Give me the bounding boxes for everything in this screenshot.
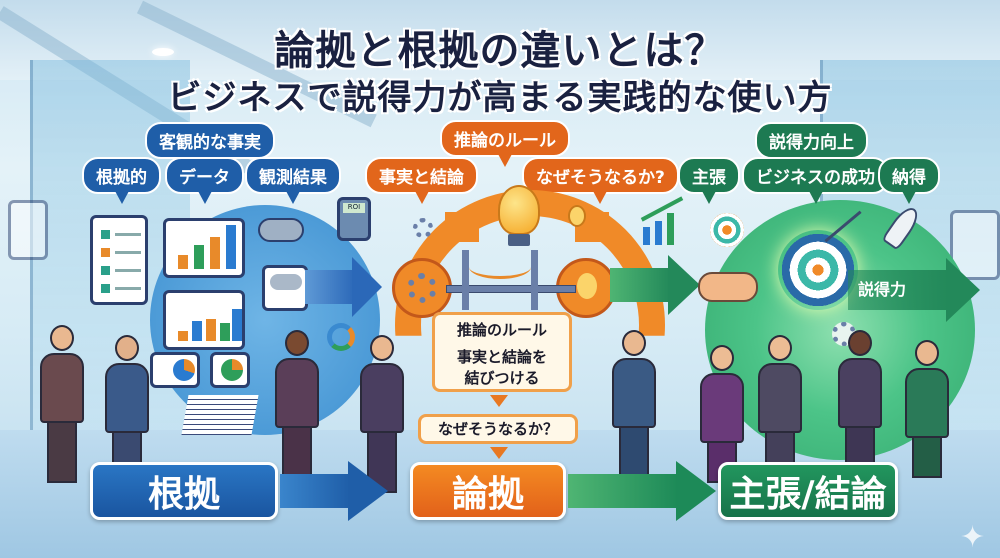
rain-cloud-icon — [262, 265, 308, 311]
pie-chart-icon — [150, 352, 200, 388]
bubble-claim: 主張 — [678, 157, 740, 204]
claim-box: 主張/結論 — [718, 462, 898, 520]
sparkle-icon: ✦ — [960, 520, 986, 555]
arrow-head — [352, 257, 382, 317]
persuasion-arrow: 説得力 — [848, 270, 948, 310]
evidence-to-reasoning-bottom-arrow — [280, 474, 350, 508]
target-icon — [778, 230, 858, 310]
reasoning-to-claim-arrow — [610, 268, 670, 302]
bubble-persuasion-up: 説得力向上 — [755, 122, 868, 169]
wall-monitor — [8, 200, 48, 260]
page-subtitle: ビジネスで説得力が高まる実践的な使い方 — [167, 78, 833, 118]
small-lightbulb-icon — [568, 205, 586, 227]
down-arrow-icon — [490, 447, 508, 459]
evidence-box: 根拠 — [90, 462, 278, 520]
arrow-head — [676, 461, 716, 521]
reasoning-to-claim-bottom-arrow — [568, 474, 678, 508]
growth-chart-icon — [635, 195, 685, 245]
bubble-agreement: 納得 — [878, 157, 940, 204]
arrow-head — [348, 461, 388, 521]
bubble-facts-and-conclusion: 事実と結論 — [365, 157, 478, 204]
roi-calculator-icon: ROI — [337, 197, 371, 241]
clipboard-checklist-icon — [90, 215, 148, 305]
line-bar-chart-icon — [163, 290, 245, 350]
bridge-cable — [469, 255, 531, 279]
lightbulb-base — [508, 234, 530, 246]
gear-knob-icon — [392, 258, 452, 318]
bubble-business-success: ビジネスの成功 — [742, 157, 889, 204]
rain-cloud-icon — [258, 218, 304, 242]
arrow-head — [668, 255, 700, 315]
gear-tooth — [445, 212, 479, 242]
person-presenter — [275, 330, 319, 488]
pie-chart-icon — [210, 352, 250, 388]
ceiling-light — [152, 48, 174, 56]
bubble-data: データ — [165, 157, 244, 204]
small-target-icon — [710, 213, 744, 247]
why-box: なぜそうなるか？ — [418, 414, 578, 444]
person-businesswoman — [905, 340, 949, 478]
bridge-icon — [446, 285, 576, 293]
person-businessman — [612, 330, 656, 488]
reasoning-rule-box: 推論のルール 事実と結論を 結びつける — [432, 312, 572, 392]
bar-chart-icon — [163, 218, 245, 278]
down-arrow-icon — [490, 395, 508, 407]
handshake-icon — [698, 272, 758, 302]
document-stack-icon — [181, 395, 259, 435]
person-businesswoman — [105, 335, 149, 473]
page-title: 論拠と根拠の違いとは？ — [274, 28, 726, 74]
bubble-why: なぜそうなるか? — [522, 157, 679, 204]
evidence-to-reasoning-arrow — [305, 270, 355, 304]
bubble-observations: 観測結果 — [245, 157, 341, 204]
small-gear-icon — [413, 218, 433, 238]
bubble-reasoning-rule: 推論のルール — [440, 120, 570, 167]
bubble-objective-facts: 客観的な事実 — [145, 122, 275, 169]
arrow-head — [946, 258, 980, 322]
lightbulb-icon — [498, 185, 540, 235]
gauge-icon — [327, 323, 355, 351]
bridge-tower — [531, 250, 538, 310]
person-businessman — [40, 325, 84, 483]
bridge-tower — [462, 250, 469, 310]
reasoning-box: 論拠 — [410, 462, 566, 520]
bubble-evidence-based: 根拠的 — [82, 157, 161, 204]
